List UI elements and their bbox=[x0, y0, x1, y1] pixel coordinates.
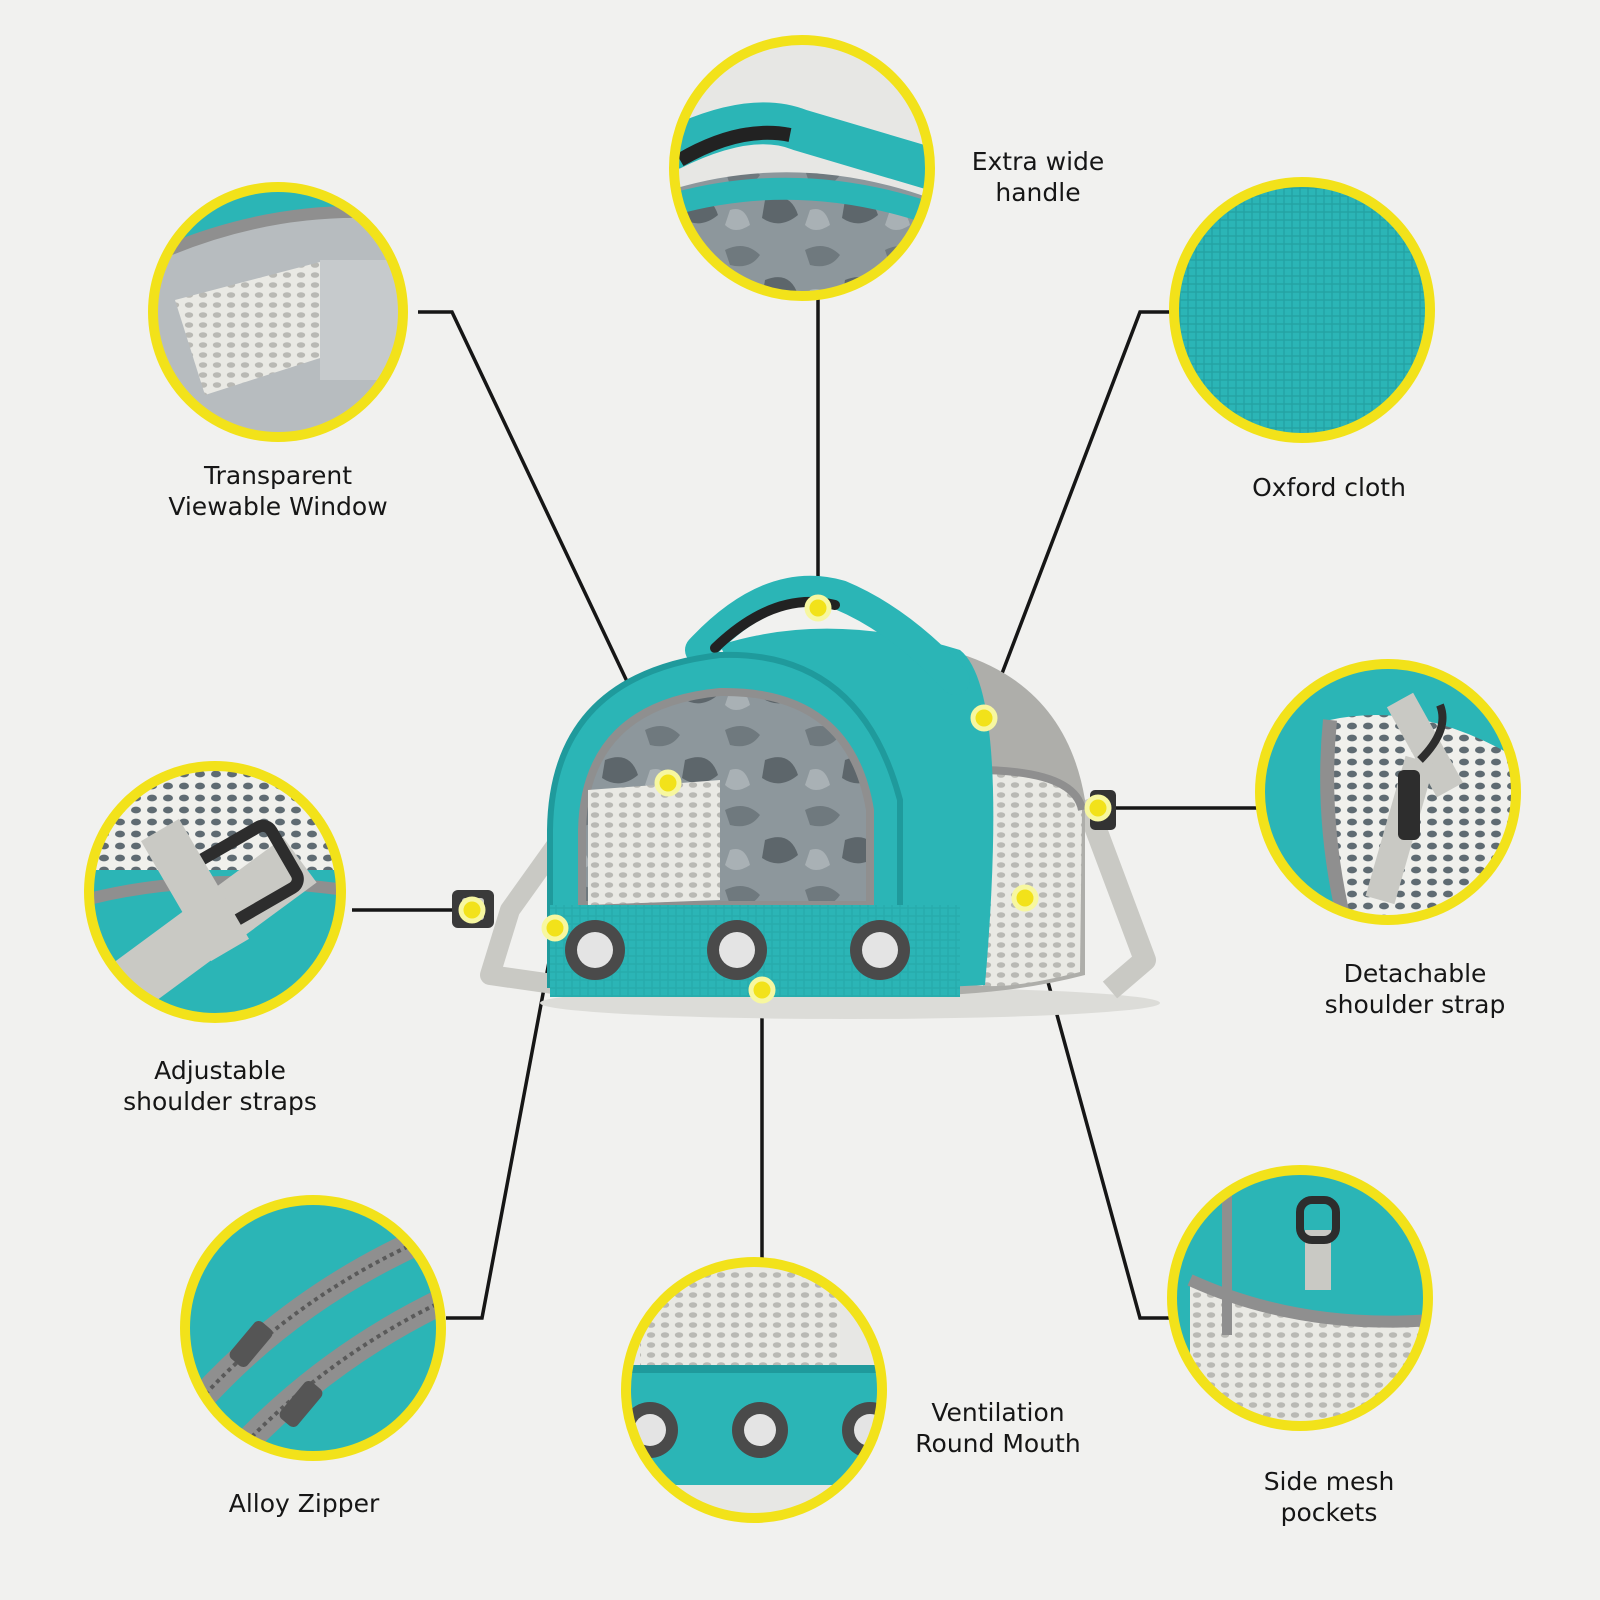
mesh-detail-icon bbox=[1167, 1165, 1433, 1431]
dot-zipper bbox=[541, 914, 569, 942]
clip-detail-icon bbox=[1255, 659, 1521, 925]
dot-vent bbox=[748, 976, 776, 1004]
leader-line-oxford bbox=[983, 310, 1175, 719]
callout-label-transparent-window: Transparent Viewable Window bbox=[168, 461, 388, 521]
leader-lines bbox=[352, 298, 1260, 1320]
leader-line-mesh bbox=[1023, 897, 1175, 1320]
callout-label-oxford-cloth: Oxford cloth bbox=[1252, 473, 1406, 502]
leader-line-zipper bbox=[446, 929, 557, 1320]
callout-label-side-mesh-pockets: Side mesh pockets bbox=[1263, 1467, 1395, 1527]
callout-label-ventilation: Ventilation Round Mouth bbox=[915, 1398, 1081, 1458]
window-detail-icon bbox=[148, 182, 408, 442]
dot-buckle bbox=[458, 896, 486, 924]
vent-holes bbox=[565, 920, 910, 980]
dot-oxford bbox=[970, 704, 998, 732]
zipper-detail-icon bbox=[180, 1195, 446, 1461]
callout-label-extra-wide-handle: Extra wide handle bbox=[971, 147, 1105, 207]
callout-label-adjustable-straps: Adjustable shoulder straps bbox=[123, 1056, 317, 1116]
handle-detail-icon bbox=[669, 35, 935, 301]
dot-handle bbox=[804, 594, 832, 622]
vent-detail-icon bbox=[621, 1257, 887, 1523]
fabric-detail-icon bbox=[1169, 177, 1435, 443]
leader-line-window bbox=[418, 310, 670, 769]
buckle-detail-icon bbox=[84, 761, 346, 1023]
dot-mesh bbox=[1011, 884, 1039, 912]
callout-label-detachable-strap: Detachable shoulder strap bbox=[1324, 959, 1506, 1019]
marker-dots bbox=[458, 594, 1112, 1004]
dot-clip bbox=[1084, 794, 1112, 822]
pet-carrier-illustration bbox=[452, 575, 1160, 1019]
dot-window bbox=[654, 769, 682, 797]
callout-label-alloy-zipper: Alloy Zipper bbox=[228, 1489, 380, 1518]
